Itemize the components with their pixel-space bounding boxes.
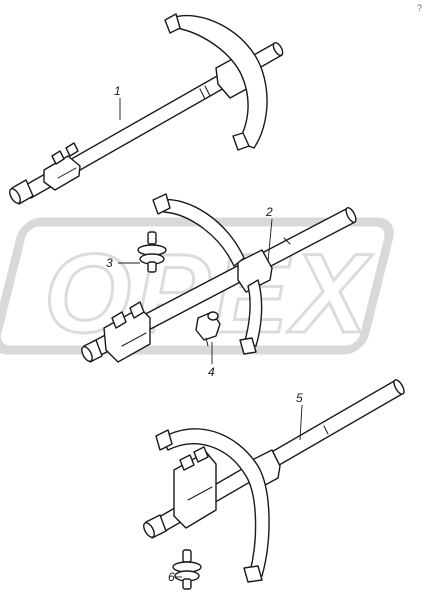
callout-2: 2 xyxy=(265,205,273,219)
leader-lines xyxy=(118,98,303,578)
shift-rod-5[interactable] xyxy=(142,378,406,583)
callout-3: 3 xyxy=(106,256,113,270)
interlock-pin-6[interactable] xyxy=(172,549,202,590)
callout-4: 4 xyxy=(208,365,215,379)
shift-rod-1[interactable] xyxy=(8,13,285,205)
callout-5: 5 xyxy=(296,391,303,405)
corner-mark: ? xyxy=(417,3,422,13)
callout-1: 1 xyxy=(114,84,121,98)
plunger-4[interactable] xyxy=(195,311,221,347)
interlock-pin-3[interactable] xyxy=(137,231,167,273)
shift-rod-2[interactable] xyxy=(80,193,358,363)
callout-6: 6 xyxy=(168,570,175,584)
